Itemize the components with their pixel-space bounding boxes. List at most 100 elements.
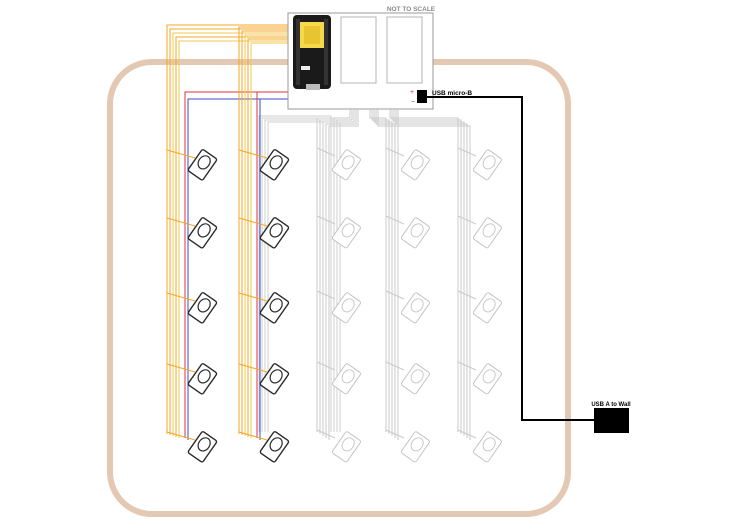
sensor <box>400 149 430 181</box>
sensor <box>259 292 290 324</box>
ground-wire <box>187 98 413 440</box>
sensor <box>259 363 290 395</box>
gray-wire-branch <box>316 290 336 300</box>
gray-wire <box>373 110 393 436</box>
pin-header-right <box>324 19 328 85</box>
gray-wire <box>393 110 465 436</box>
module-chip <box>304 26 320 44</box>
gray-wire-branch <box>316 147 336 157</box>
pin-header-left <box>296 19 300 85</box>
wall-plug <box>594 408 629 433</box>
sensor-element <box>269 223 283 238</box>
sensor-element <box>410 298 424 313</box>
signal-wire <box>166 24 292 434</box>
sensor <box>331 292 361 324</box>
signal-wire-branch <box>166 431 196 441</box>
inactive-wiring <box>258 110 477 440</box>
sensor <box>400 363 430 395</box>
signal-wire <box>175 36 292 437</box>
sensor <box>331 149 361 181</box>
driver-module-2 <box>386 16 423 84</box>
plus-marker: + <box>410 89 414 96</box>
sensor-body <box>400 431 430 463</box>
sensor <box>259 431 290 463</box>
sensor-element <box>410 223 424 238</box>
scale-note: NOT TO SCALE <box>387 6 436 13</box>
sensor-element <box>410 369 424 384</box>
gray-wire <box>375 110 396 438</box>
gray-wire-branch <box>385 147 405 157</box>
sensor-element <box>197 223 211 238</box>
sensor-element <box>482 298 496 313</box>
gray-wire <box>391 110 462 434</box>
sensor-body <box>472 217 502 249</box>
active-wiring <box>166 24 413 441</box>
sensor-element <box>482 223 496 238</box>
sensor-element <box>410 155 424 170</box>
sensor <box>400 431 430 463</box>
gray-wire-branch <box>457 361 477 371</box>
sensor-element <box>269 437 283 452</box>
sensor <box>259 149 290 181</box>
gray-wire <box>371 110 390 434</box>
sensor <box>400 217 430 249</box>
gray-wire-branch <box>457 215 477 225</box>
sensor <box>472 363 502 395</box>
sensor <box>472 431 502 463</box>
sensor-grid <box>187 149 502 463</box>
signal-wire-branch <box>238 292 268 302</box>
gray-wire <box>258 115 330 432</box>
sensor-element <box>482 155 496 170</box>
sensor-element <box>341 155 355 170</box>
sensor-body <box>187 292 218 324</box>
sensor-body <box>400 363 430 395</box>
sensor-element <box>341 369 355 384</box>
sensor <box>472 292 502 324</box>
usb-wall-cable <box>427 96 594 421</box>
gray-wire-branch <box>457 429 477 439</box>
sensor-body <box>400 149 430 181</box>
gray-wire <box>328 110 359 440</box>
gray-wire <box>264 119 330 432</box>
signal-wire-branch <box>238 217 268 227</box>
signal-wire <box>238 26 292 434</box>
sensor-body <box>259 431 290 463</box>
board-led <box>301 66 310 70</box>
sensor-body <box>187 431 218 463</box>
sensor-element <box>269 369 283 384</box>
sensor-element <box>197 369 211 384</box>
signal-wire-branch <box>166 292 196 302</box>
board-usb-port <box>306 84 320 90</box>
gray-wire <box>377 110 399 440</box>
driver-module-1 <box>340 16 377 84</box>
gray-wire-branch <box>385 215 405 225</box>
sensor <box>331 431 361 463</box>
power-wire <box>184 91 413 438</box>
sensor-element <box>197 155 211 170</box>
sensor <box>472 217 502 249</box>
gray-wire <box>369 110 387 432</box>
signal-wire <box>172 32 292 436</box>
sensor-body <box>187 217 218 249</box>
gray-wire-branch <box>457 147 477 157</box>
gray-wire <box>389 110 459 432</box>
usb-micro-label: USB micro-B <box>432 90 472 97</box>
controller-panel: NOT TO SCALE <box>287 6 436 110</box>
sensor-body <box>472 292 502 324</box>
wall-plug-label: USB A to Wall <box>591 402 631 408</box>
sensor-body <box>331 363 361 395</box>
sensor-element <box>341 298 355 313</box>
gray-wire-branch <box>316 361 336 371</box>
sensor-body <box>187 149 218 181</box>
sensor-element <box>341 437 355 452</box>
gray-wire <box>330 121 341 432</box>
signal-wire <box>169 28 292 435</box>
sensor-body <box>259 149 290 181</box>
gray-wire <box>395 110 468 438</box>
sensor <box>187 363 218 395</box>
usb-micro-connector <box>417 90 427 103</box>
sensor-element <box>410 437 424 452</box>
signal-wire <box>247 38 292 437</box>
sensor-body <box>331 292 361 324</box>
